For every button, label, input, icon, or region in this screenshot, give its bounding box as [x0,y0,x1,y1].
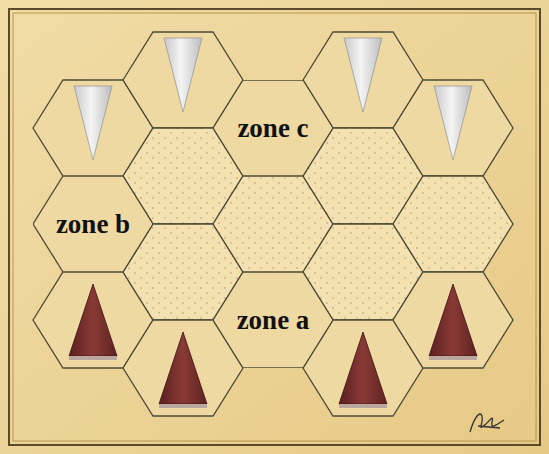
red-piece [69,284,117,356]
white-piece [74,86,112,160]
hex-cell [33,176,153,272]
red-piece [339,332,387,404]
hex-cell [213,80,333,176]
piece-base [69,356,117,360]
white-piece [344,38,382,112]
red-piece [429,284,477,356]
hex-cell [393,272,513,368]
zone-hex: zone a [213,272,333,368]
zone-hex: zone b [33,176,153,272]
hex-cell [213,272,333,368]
zone-hex: zone c [213,80,333,176]
zone-label: zone c [237,107,308,149]
white-piece [434,86,472,160]
dotted-hex [393,176,513,272]
white-piece [164,38,202,112]
zone-label: zone a [237,299,310,341]
piece-base [159,404,207,408]
signature [470,414,504,432]
piece-base [339,404,387,408]
red-piece [159,332,207,404]
zone-label: zone b [56,203,130,245]
piece-base [429,356,477,360]
hex-cell [393,80,513,176]
